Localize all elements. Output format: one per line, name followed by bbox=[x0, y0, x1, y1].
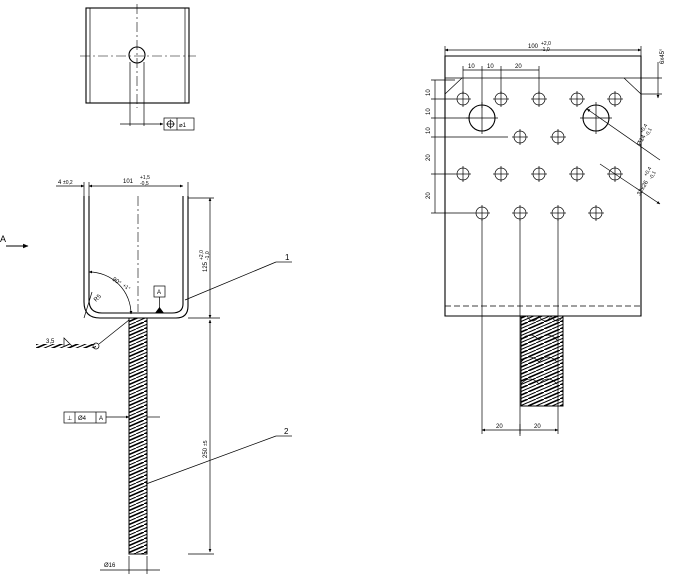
rebar-rod bbox=[128, 317, 148, 555]
rod-length-tol: ±5 bbox=[203, 440, 209, 446]
hole-pattern bbox=[455, 91, 623, 221]
plate-width-tol-upper: +2,0 bbox=[541, 41, 551, 47]
weld-size: 3,5 bbox=[46, 339, 55, 345]
hole bbox=[550, 205, 566, 221]
front-plate-outline bbox=[444, 55, 642, 317]
front-rebar bbox=[520, 315, 564, 407]
hole bbox=[607, 91, 623, 107]
bend-angle: 90° bbox=[111, 277, 122, 287]
hole bbox=[493, 91, 509, 107]
flatness-value: ⌀1 bbox=[179, 123, 187, 129]
callout-1: 1 bbox=[285, 253, 290, 262]
hole bbox=[588, 205, 604, 221]
left-dim-2: 10 bbox=[426, 108, 432, 115]
hole bbox=[550, 129, 566, 145]
bottom-dim-left: 20 bbox=[496, 424, 503, 430]
height-dim: 125 bbox=[203, 261, 209, 272]
top-view: ⌀1 bbox=[80, 4, 196, 131]
hole bbox=[474, 205, 490, 221]
hole-diameter: Ø14 bbox=[637, 134, 648, 147]
hole bbox=[512, 205, 528, 221]
inner-width-tol-lower: -0,5 bbox=[140, 181, 149, 187]
perpendicularity-frame bbox=[63, 411, 107, 424]
plate-width: 100 bbox=[528, 44, 539, 50]
perp-datum: A bbox=[99, 416, 103, 422]
rod-length: 250 bbox=[203, 447, 209, 458]
hole-diameter-tol-upper: +0,4 bbox=[639, 123, 649, 135]
front-view: 100 +2,0 -1,0 6x45° 10 10 20 10 10 10 20… bbox=[426, 41, 666, 436]
dim-10-a: 10 bbox=[468, 64, 475, 70]
large-hole bbox=[466, 102, 498, 134]
left-dim-3: 10 bbox=[426, 127, 432, 134]
perp-value: Ø4 bbox=[78, 416, 87, 422]
hole bbox=[455, 91, 471, 107]
hole bbox=[512, 129, 528, 145]
thickness-dim: 4 bbox=[58, 180, 62, 186]
inner-width-dim: 101 bbox=[123, 179, 134, 185]
bend-radius: R5 bbox=[93, 293, 103, 303]
view-arrow-label: A bbox=[0, 234, 6, 244]
top-view-plate bbox=[85, 7, 190, 104]
height-tol-lower: -1,0 bbox=[205, 251, 211, 260]
bend-angle-tol: +1° bbox=[121, 283, 131, 292]
hole bbox=[569, 166, 585, 182]
slot-dim-tol-lower: -0,1 bbox=[648, 170, 658, 181]
datum-label: A bbox=[157, 290, 161, 296]
left-dim-4: 20 bbox=[426, 154, 432, 161]
left-dim-5: 20 bbox=[426, 192, 432, 199]
hole bbox=[531, 166, 547, 182]
slot-dim-tol-upper: +0,4 bbox=[643, 166, 653, 178]
bottom-dim-right: 20 bbox=[534, 424, 541, 430]
side-view: 4 ±0,2 101 +1,5 -0,5 125 +2,0 -1,0 90° +… bbox=[0, 175, 292, 574]
left-dim-1: 10 bbox=[426, 89, 432, 96]
bracket-inner bbox=[88, 196, 184, 314]
slot-dim: 32x26 bbox=[637, 179, 651, 197]
plate-width-tol-lower: -1,0 bbox=[541, 47, 550, 53]
chamfer: 6x45° bbox=[660, 48, 666, 64]
rod-diameter: Ø16 bbox=[104, 563, 116, 569]
hole-diameter-tol-lower: -0,1 bbox=[644, 127, 654, 138]
hole bbox=[455, 166, 471, 182]
perp-symbol: ⊥ bbox=[67, 415, 72, 422]
hole bbox=[569, 91, 585, 107]
dim-20-top: 20 bbox=[515, 64, 522, 70]
inner-width-tol-upper: +1,5 bbox=[140, 175, 150, 181]
height-tol-upper: +2,0 bbox=[199, 250, 205, 260]
top-view-hole bbox=[128, 46, 146, 64]
dim-10-b: 10 bbox=[487, 64, 494, 70]
large-hole bbox=[580, 102, 612, 134]
hole bbox=[493, 166, 509, 182]
thickness-tol: ±0,2 bbox=[63, 180, 73, 186]
flatness-frame bbox=[163, 117, 195, 131]
callout-2: 2 bbox=[284, 427, 289, 436]
hole bbox=[531, 91, 547, 107]
